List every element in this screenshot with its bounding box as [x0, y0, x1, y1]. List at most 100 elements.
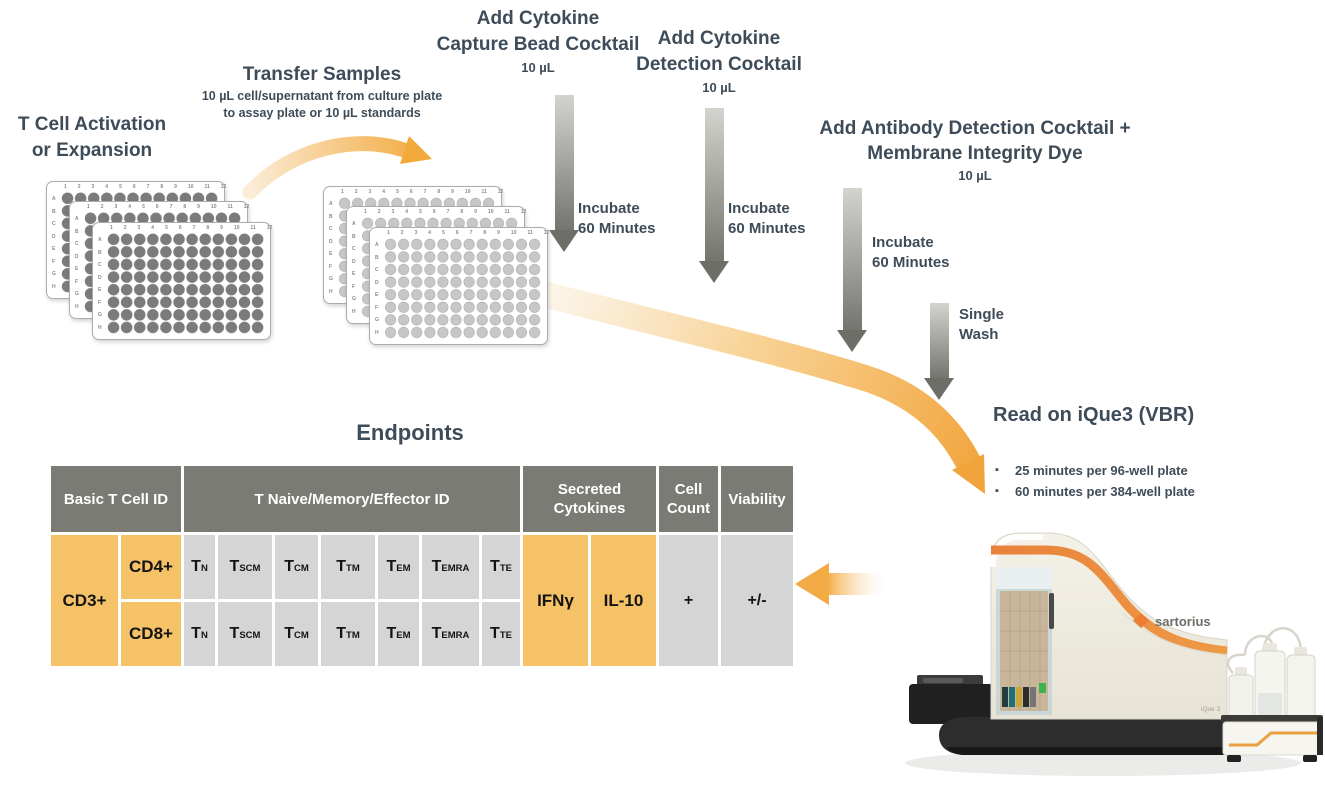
- step-title-capture-beads: Add Cytokine Capture Bead Cocktail 10 µL: [418, 6, 658, 75]
- plate-row-labels: A B C D E F G H: [52, 196, 56, 290]
- step-title-activation: T Cell Activation or Expansion: [2, 112, 182, 164]
- reagent-bottle: [1286, 654, 1316, 720]
- status-led: [1039, 683, 1046, 693]
- cell-cd8-tte: TTE: [482, 602, 520, 666]
- step-capture-line1: Add Cytokine: [476, 8, 600, 29]
- plate-column-labels: 1 2 3 4 5 6 7 8 9 10 11 12: [387, 230, 550, 236]
- arrow-head-icon: [924, 378, 954, 400]
- plate-row-labels: A B C D E F G H: [75, 216, 79, 310]
- cell-cd4-ttm: TTM: [321, 535, 375, 599]
- down-arrow-detection-step: [699, 108, 729, 283]
- plate-wells: [107, 233, 264, 334]
- cell-cd8: CD8+: [121, 602, 181, 666]
- ique3-instrument-image: sartorius iQue 3: [905, 532, 1323, 776]
- subtype-sub: SCM: [239, 563, 261, 574]
- subtype-main: T: [229, 625, 240, 642]
- subtype-sub: EMRA: [441, 630, 470, 641]
- cell-cd8-ttm: TTM: [321, 602, 375, 666]
- header-viability: Viability: [721, 466, 793, 532]
- subtype-sub: EMRA: [441, 563, 470, 574]
- reagent-bottle: [1228, 674, 1254, 720]
- arrow-shaft: [842, 188, 862, 330]
- step-title-activation-line2: or Expansion: [31, 140, 153, 161]
- wash-line1: Single: [959, 306, 1005, 323]
- cell-cd3: CD3+: [51, 535, 118, 666]
- down-arrow-capture-step: [549, 95, 579, 252]
- cell-cd4-tcm: TCM: [275, 535, 318, 599]
- cell-il10: IL-10: [591, 535, 656, 666]
- plate-stack-assay: 1 2 3 4 5 6 7 8 9 10 11 12 A B C D E F G…: [323, 186, 550, 345]
- arrow-shaft: [554, 95, 574, 230]
- arrow-shaft: [704, 108, 724, 261]
- cell-cd4-tte: TTE: [482, 535, 520, 599]
- plate-row-labels: A B C D E F G H: [352, 221, 356, 315]
- subtype-sub: N: [200, 630, 208, 641]
- down-arrow-antibody-step: [837, 188, 867, 352]
- subtype-main: T: [386, 558, 397, 575]
- plate-row-labels: A B C D E F G H: [375, 242, 379, 336]
- subtype-sub: EM: [396, 563, 411, 574]
- sartorius-logo-icon: [1133, 613, 1149, 628]
- incubate-label-1: Incubate 60 Minutes: [578, 199, 656, 239]
- subtype-main: T: [431, 625, 442, 642]
- step-title-transfer: Transfer Samples 10 µL cell/supernatant …: [170, 62, 474, 122]
- subtype-sub: N: [200, 563, 208, 574]
- plate-loader: [909, 684, 995, 724]
- read-title: Read on iQue3 (VBR): [993, 404, 1195, 426]
- incubate-2-line1: Incubate: [728, 200, 790, 217]
- workflow-swoosh-arrow: [534, 282, 985, 494]
- subtype-main: T: [336, 558, 347, 575]
- subtype-main: T: [386, 625, 397, 642]
- sartorius-brand-text: sartorius: [1155, 614, 1211, 629]
- cell-cd8-temra: TEMRA: [422, 602, 479, 666]
- step-transfer-sub2: to assay plate or 10 µL standards: [223, 106, 421, 120]
- step-title-transfer-main: Transfer Samples: [242, 64, 402, 85]
- plate-row-labels: A B C D E F G H: [98, 237, 102, 331]
- incubate-2-line2: 60 Minutes: [728, 220, 806, 237]
- incubate-1-line1: Incubate: [578, 200, 640, 217]
- step-capture-volume: 10 µL: [521, 60, 555, 75]
- arrow-head-icon: [837, 330, 867, 352]
- cell-cd8-tscm: TSCM: [218, 602, 272, 666]
- orange-stripe: [991, 545, 1228, 656]
- subtype-sub: CM: [294, 563, 309, 574]
- header-naive-memory-effector: T Naive/Memory/Effector ID: [184, 466, 520, 532]
- wash-line2: Wash: [959, 326, 999, 343]
- step-detection-line2: Detection Cocktail: [636, 54, 802, 75]
- table-row-cd4: CD3+ CD4+ TN TSCM TCM TTM TEM TEMRA TTE …: [51, 535, 793, 666]
- arrow-head-icon: [549, 230, 579, 252]
- cell-cd8-tn: TN: [184, 602, 215, 666]
- subtype-sub: TM: [346, 630, 360, 641]
- table-header-row: Basic T Cell ID T Naive/Memory/Effector …: [51, 466, 793, 532]
- instrument-base: [939, 717, 1291, 755]
- subtype-main: T: [284, 558, 294, 575]
- subtype-main: T: [336, 625, 347, 642]
- incubate-label-3: Incubate 60 Minutes: [872, 233, 950, 273]
- read-bullet-list: 25 minutes per 96-well plate 60 minutes …: [995, 460, 1195, 502]
- incubate-1-line2: 60 Minutes: [578, 220, 656, 237]
- cell-cd4-tn: TN: [184, 535, 215, 599]
- incubate-3-line1: Incubate: [872, 234, 934, 251]
- endpoints-table: Basic T Cell ID T Naive/Memory/Effector …: [48, 463, 796, 669]
- subtype-main: T: [431, 558, 442, 575]
- plate-row-labels: A B C D E F G H: [329, 201, 333, 295]
- subtype-sub: CM: [294, 630, 309, 641]
- cell-ifng: IFNγ: [523, 535, 588, 666]
- step-title-activation-line1: T Cell Activation: [17, 114, 167, 135]
- step-title-antibody-cocktail: Add Antibody Detection Cocktail + Membra…: [808, 116, 1142, 183]
- step-capture-line2: Capture Bead Cocktail: [436, 34, 640, 55]
- incubate-3-line2: 60 Minutes: [872, 254, 950, 271]
- well-plate: 1 2 3 4 5 6 7 8 9 10 11 12 A B C D E F G…: [369, 227, 550, 345]
- cell-cd4: CD4+: [121, 535, 181, 599]
- read-bullet-2: 60 minutes per 384-well plate: [995, 481, 1195, 502]
- plate-column-labels: 1 2 3 4 5 6 7 8 9 10 11 12: [110, 225, 273, 231]
- well-plate: 1 2 3 4 5 6 7 8 9 10 11 12 A B C D E F G…: [92, 222, 273, 340]
- plate-column-labels: 1 2 3 4 5 6 7 8 9 10 11 12: [87, 204, 250, 210]
- step-antibody-line2: Membrane Integrity Dye: [867, 143, 1083, 164]
- step-antibody-volume: 10 µL: [958, 168, 992, 183]
- step-title-detection-cocktail: Add Cytokine Detection Cocktail 10 µL: [608, 26, 830, 95]
- subtype-main: T: [490, 625, 500, 642]
- subtype-sub: TE: [499, 630, 512, 641]
- subtype-main: T: [191, 625, 201, 642]
- table-row-cd8: CD8+ TN TSCM TCM TTM TEM TEMRA TTE: [51, 602, 793, 666]
